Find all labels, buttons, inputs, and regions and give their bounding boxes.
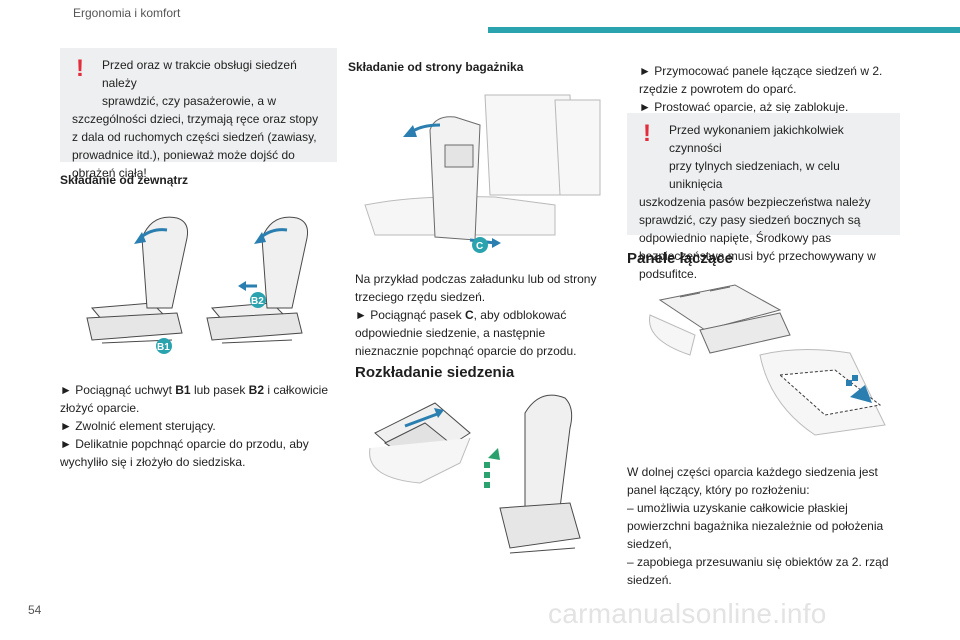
label-badge-b1 [156,338,172,354]
step-pull-strap: ► Pociągnąć pasek C, aby odblokować odpo… [355,308,577,358]
warning-text: uszkodzenia pasów bezpieczeństwa należy … [639,195,876,281]
heading-connecting-panels: Panele łączące [627,250,733,267]
step-pull-handle: ► Pociągnąć uchwyt B1 lub pasek B2 i cał… [60,383,329,415]
folding-outside-steps: ► Pociągnąć uchwyt B1 lub pasek B2 i cał… [60,381,340,471]
warning-line: przy tylnych siedzeniach, w celu uniknię… [669,159,840,191]
section-title: Ergonomia i komfort [73,6,181,20]
label-badge-b2 [250,292,266,308]
paragraph-panel: W dolnej części oparcia każdego siedzeni… [627,465,878,497]
connecting-panels-text: W dolnej części oparcia każdego siedzeni… [627,463,902,589]
watermark: carmanualsonline.info [548,598,827,629]
heading-folding-trunk: Składanie od strony bagażnika [348,60,524,74]
step-straighten-backrest: ► Prostować oparcie, aż się zablokuje. [639,100,849,114]
label-badge-c [472,237,488,253]
step-push-backrest: ► Delikatnie popchnąć oparcie do przodu,… [60,437,309,469]
warning-line: sprawdzić, czy pasażerowie, a w [102,94,277,108]
figure-label-c: C [476,241,483,252]
accent-bar [488,27,960,33]
warning-box-left: ! Przed oraz w trakcie obsługi siedzeń n… [60,48,337,180]
reattach-steps: ► Przymocować panele łączące siedzeń w 2… [639,62,904,116]
exclamation-icon: ! [76,55,84,82]
heading-unfolding-seat: Rozkładanie siedzenia [355,364,515,381]
seat-folding-outside-illustration: B1 B2 [86,216,308,354]
bullet-flat-surface: – umożliwia uzyskanie całkowicie płaskie… [627,501,884,551]
warning-line: Przed wykonaniem jakichkolwiek czynności [669,123,844,155]
step-release-control: ► Zwolnić element sterujący. [60,419,216,433]
paragraph-loading: Na przykład podczas załadunku lub od str… [355,272,597,304]
seat-unfolding-illustration [369,394,581,554]
step-reattach-panels: ► Przymocować panele łączące siedzeń w 2… [639,64,883,96]
figure-label-b2: B2 [251,296,264,307]
bullet-prevent-shift: – zapobiega przesuwaniu się obiektów za … [627,555,889,587]
exclamation-icon: ! [643,120,651,147]
connecting-panels-illustration [649,284,886,436]
figure-label-b1: B1 [157,342,170,353]
warning-box-right: ! Przed wykonaniem jakichkolwiek czynnoś… [627,113,900,281]
seat-folding-trunk-illustration: C [364,94,601,253]
heading-folding-outside: Składanie od zewnątrz [60,173,189,187]
page-number: 54 [28,603,42,617]
warning-text: szczególności dzieci, trzymają ręce oraz… [72,112,319,180]
warning-line: Przed oraz w trakcie obsługi siedzeń nal… [102,58,297,90]
folding-trunk-text: Na przykład podczas załadunku lub od str… [355,270,605,360]
